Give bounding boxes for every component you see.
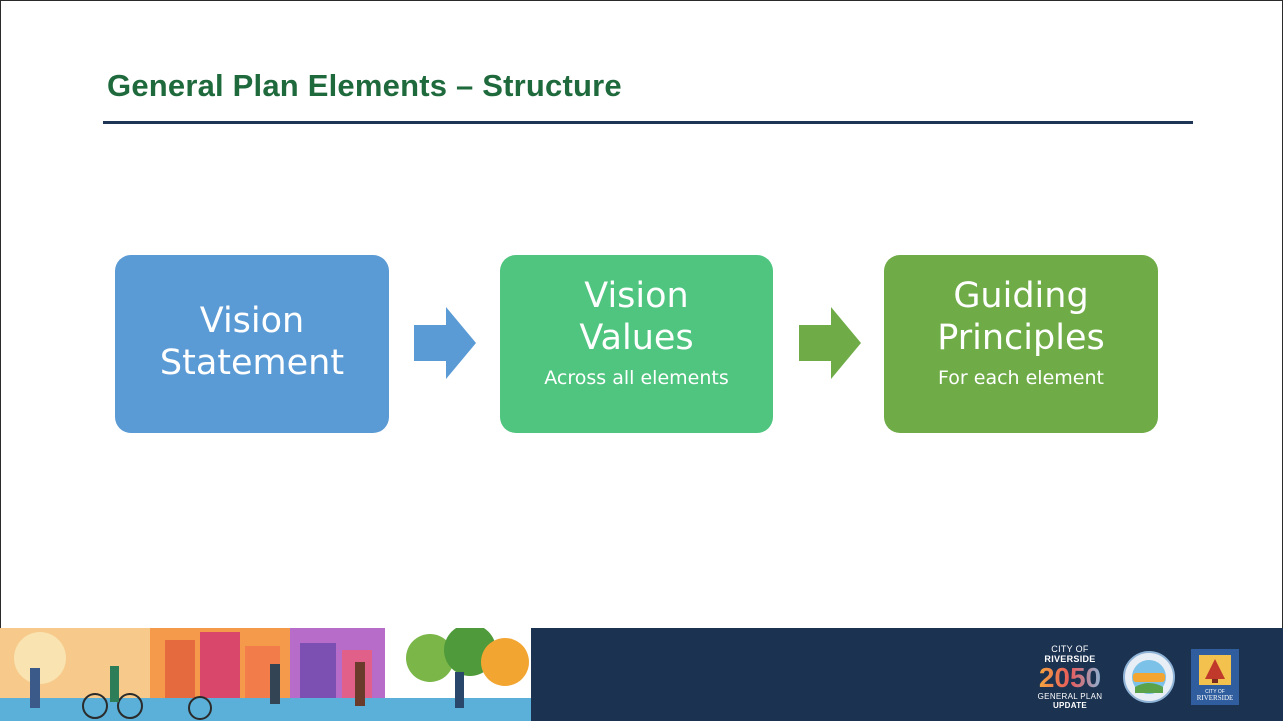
riverside-2050-logo: CITY OF RIVERSIDE 2050 GENERAL PLAN UPDA… bbox=[1033, 644, 1107, 710]
right-arrow-icon bbox=[414, 307, 476, 379]
box-line-1: Vision bbox=[199, 301, 305, 341]
vision-values-box: Vision Values Across all elements bbox=[500, 255, 773, 433]
footer-logos: CITY OF RIVERSIDE 2050 GENERAL PLAN UPDA… bbox=[1033, 644, 1239, 710]
box-line-2: Statement bbox=[159, 343, 345, 383]
riverside-camp-seal-icon bbox=[1123, 651, 1175, 703]
box-line-1: Guiding bbox=[953, 276, 1089, 316]
city-logo-top-text: CITY OF bbox=[1205, 689, 1225, 695]
box-main-text: Vision Values bbox=[500, 255, 773, 359]
box-line-2: Values bbox=[579, 318, 694, 358]
logo-line3-prefix: GENERAL PLAN bbox=[1037, 692, 1103, 701]
guiding-principles-box: Guiding Principles For each element bbox=[884, 255, 1158, 433]
title-underline bbox=[103, 121, 1193, 124]
box-main-text: Guiding Principles bbox=[884, 255, 1158, 359]
community-illustration bbox=[0, 628, 531, 721]
box-line-1: Vision bbox=[584, 276, 689, 316]
logo-line3-bold: UPDATE bbox=[1052, 701, 1088, 710]
slide-title: General Plan Elements – Structure bbox=[107, 68, 622, 103]
box-main-text: Vision Statement bbox=[115, 255, 389, 384]
vision-statement-box: Vision Statement bbox=[115, 255, 389, 433]
city-logo-text: RIVERSIDE bbox=[1197, 694, 1234, 702]
box-subtitle: Across all elements bbox=[544, 367, 729, 389]
logo-line1-name: RIVERSIDE bbox=[1044, 654, 1096, 664]
riverside-bell-logo-icon: CITY OF RIVERSIDE bbox=[1191, 649, 1239, 705]
logo-year: 2050 bbox=[1033, 664, 1107, 692]
box-line-2: Principles bbox=[937, 318, 1105, 358]
box-subtitle: For each element bbox=[938, 367, 1104, 389]
right-arrow-icon bbox=[799, 307, 861, 379]
logo-line1-prefix: CITY OF bbox=[1051, 644, 1089, 654]
footer-banner: CITY OF RIVERSIDE 2050 GENERAL PLAN UPDA… bbox=[0, 628, 1283, 721]
